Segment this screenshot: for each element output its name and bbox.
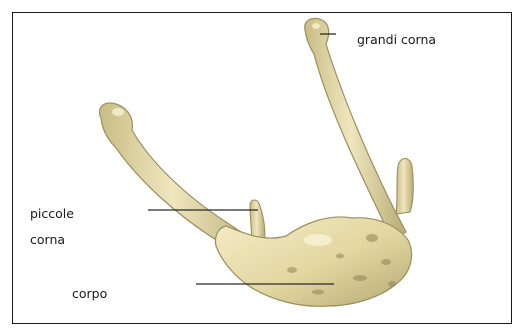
- greater-horn-right: [305, 18, 406, 240]
- bone-highlights: [112, 23, 332, 246]
- lesser-horn-right: [396, 159, 413, 215]
- label-lesser-horns-line2: corna: [30, 232, 65, 247]
- label-greater-horns: grandi corna: [357, 32, 436, 47]
- label-lesser-horns-line1: piccole: [30, 206, 74, 221]
- label-body: corpo: [72, 286, 107, 301]
